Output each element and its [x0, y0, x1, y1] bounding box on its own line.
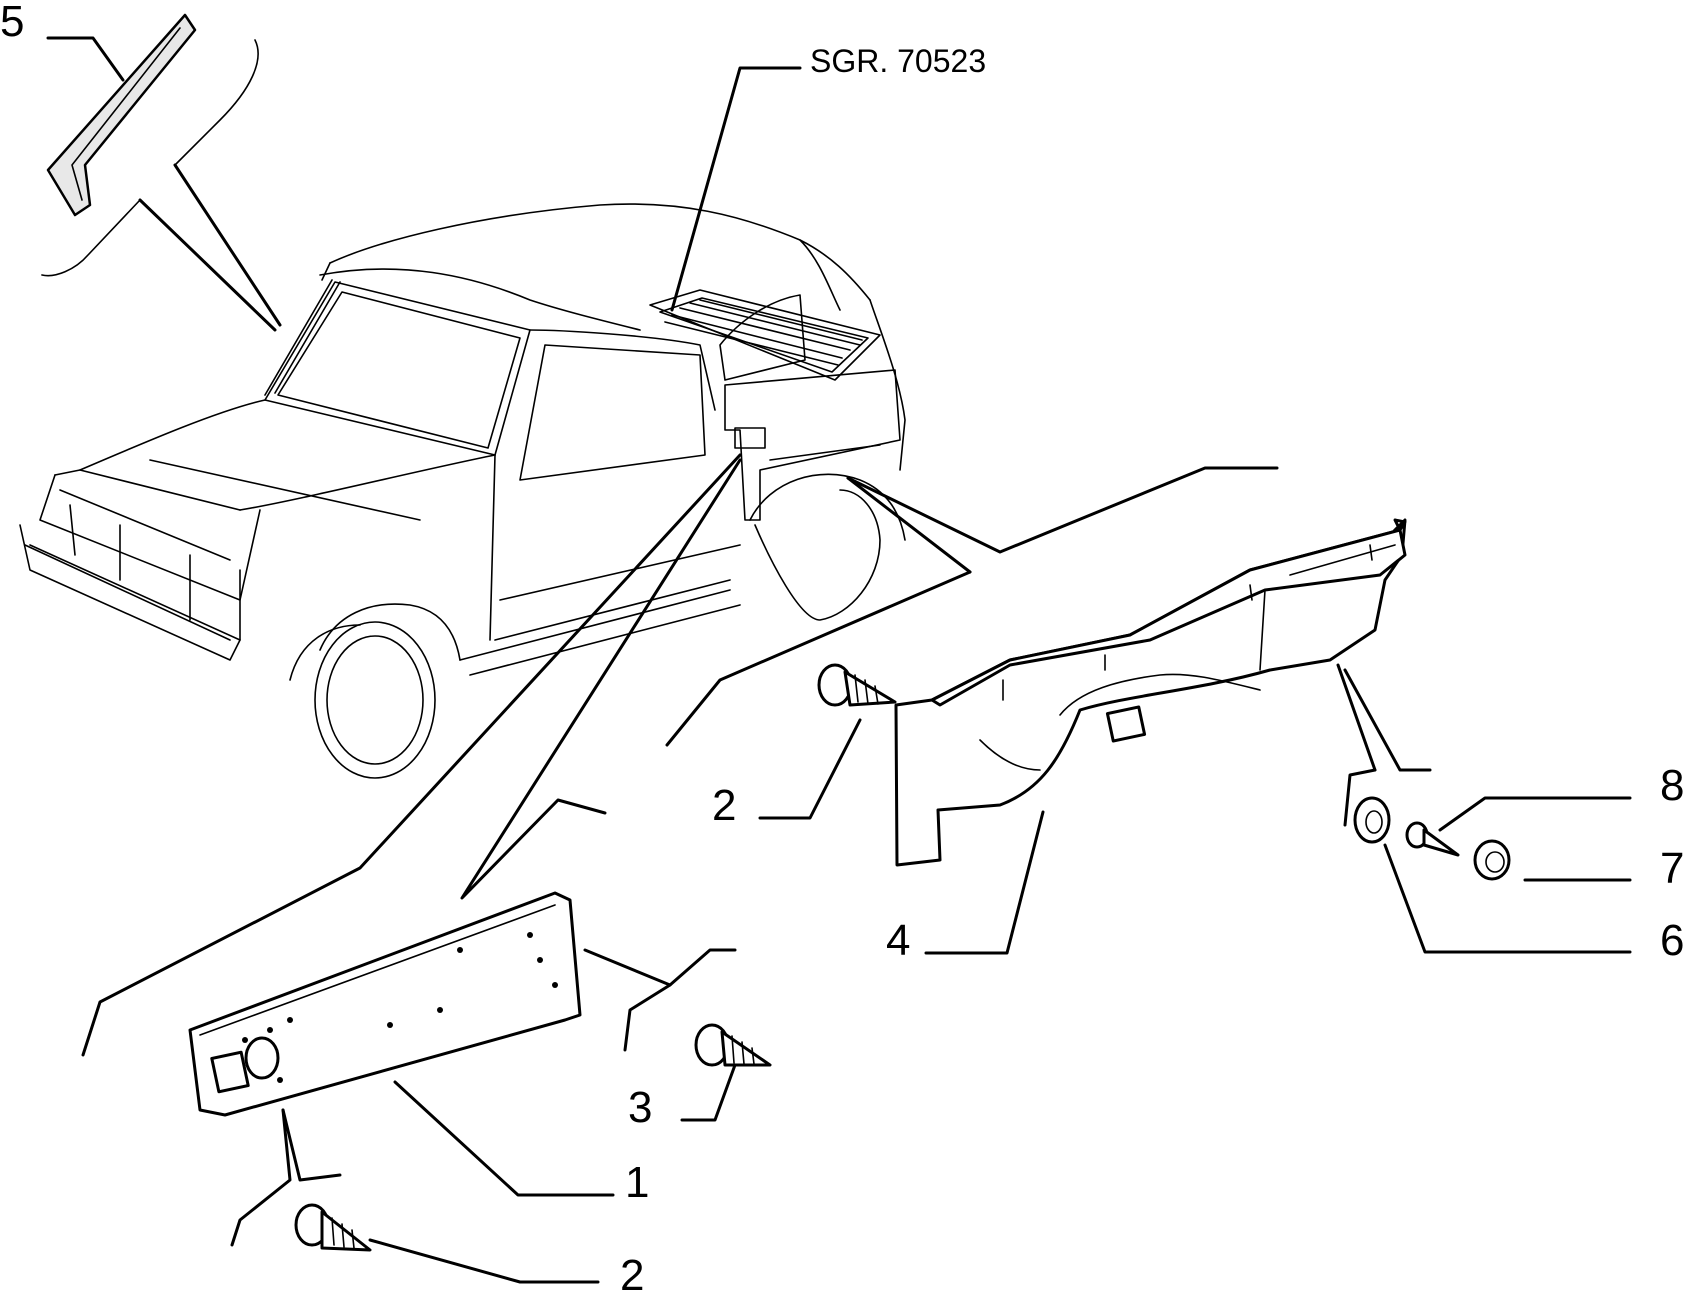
screw-8	[1405, 821, 1460, 857]
callout-4: 4	[886, 916, 910, 965]
parcel-shelf	[649, 289, 881, 381]
car-illustration	[19, 203, 906, 779]
part-4-rear-side-panel	[894, 518, 1407, 867]
screw-2-lower	[294, 1203, 372, 1252]
part-5-windshield-strip	[41, 13, 282, 332]
callout-7: 7	[1660, 844, 1684, 893]
leader-lines	[46, 36, 1632, 1284]
part-1-side-strip	[188, 891, 582, 1117]
callout-2-lower: 2	[620, 1251, 644, 1293]
cap-7	[1473, 839, 1511, 881]
callout-3: 3	[628, 1083, 652, 1132]
reference-label: SGR. 70523	[810, 43, 986, 79]
grommet-6	[1353, 796, 1391, 844]
callout-5: 5	[0, 0, 24, 46]
callout-1: 1	[625, 1158, 649, 1207]
callout-6: 6	[1660, 916, 1684, 965]
screw-3	[694, 1023, 772, 1067]
callout-2-upper: 2	[712, 781, 736, 830]
screw-2-upper	[817, 663, 897, 707]
callout-8: 8	[1660, 761, 1684, 810]
